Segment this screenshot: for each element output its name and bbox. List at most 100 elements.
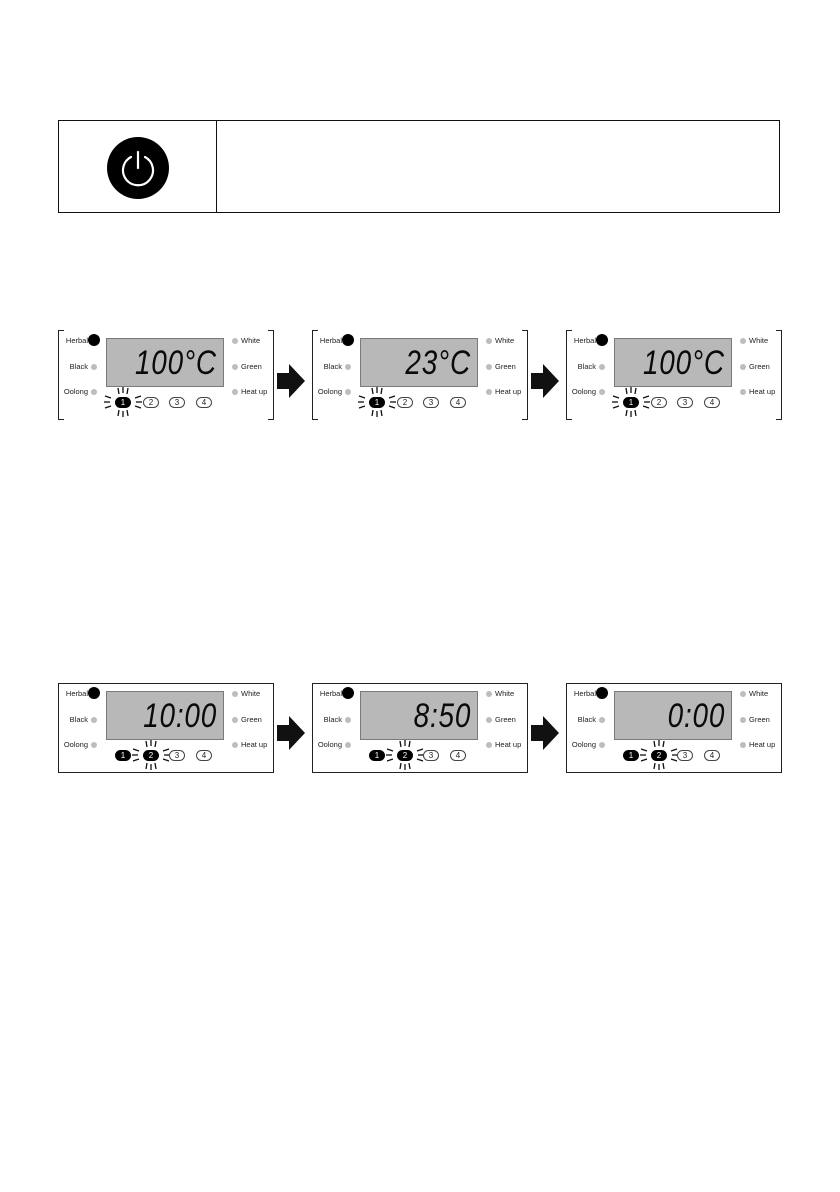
lcd-screen: 10:00 [106, 691, 224, 740]
mode-led-oolong [91, 388, 97, 395]
lcd-readout: 100°C [643, 344, 725, 382]
infusion-button-4[interactable]: 4 [196, 750, 212, 761]
arrow-right-icon [531, 364, 559, 398]
mode-label-white: White [495, 689, 515, 698]
mode-label-oolong: Oolong [571, 740, 596, 749]
blink-indicator-icon [640, 740, 678, 770]
mode-label-herbal: Herbal [319, 689, 342, 698]
infusion-button-2[interactable]: 2 [651, 750, 667, 761]
mode-led-white [740, 337, 746, 344]
mode-led-heat-up [486, 741, 492, 748]
infusion-button-1[interactable]: 1 [623, 750, 639, 761]
infusion-button-4[interactable]: 4 [196, 397, 212, 408]
mode-led-herbal [342, 687, 354, 699]
infusion-button-3[interactable]: 3 [677, 397, 693, 408]
mode-label-black: Black [69, 362, 88, 371]
mode-label-heat-up: Heat up [495, 740, 522, 749]
infusion-button-3[interactable]: 3 [423, 397, 439, 408]
infusion-button-2[interactable]: 2 [143, 750, 159, 761]
mode-led-oolong [345, 388, 351, 395]
blink-indicator-icon [358, 387, 396, 417]
panel-frame [58, 330, 274, 420]
lcd-screen: 0:00 [614, 691, 732, 740]
mode-label-oolong: Oolong [63, 740, 88, 749]
infusion-button-1[interactable]: 1 [115, 397, 131, 408]
mode-led-green [232, 363, 238, 370]
lcd-screen: 8:50 [360, 691, 478, 740]
infusion-button-2[interactable]: 2 [143, 397, 159, 408]
mode-label-black: Black [577, 362, 596, 371]
lcd-screen: 23°C [360, 338, 478, 387]
mode-label-black: Black [323, 715, 342, 724]
lcd-readout: 0:00 [667, 697, 725, 735]
mode-label-herbal: Herbal [65, 336, 88, 345]
infusion-button-1[interactable]: 1 [369, 397, 385, 408]
mode-led-black [91, 363, 97, 370]
mode-led-green [486, 716, 492, 723]
infusion-button-2[interactable]: 2 [397, 750, 413, 761]
infusion-button-4[interactable]: 4 [704, 750, 720, 761]
infusion-button-4[interactable]: 4 [450, 397, 466, 408]
infusion-button-4[interactable]: 4 [450, 750, 466, 761]
blink-indicator-icon [104, 387, 142, 417]
mode-label-oolong: Oolong [63, 387, 88, 396]
panel-frame [566, 330, 782, 420]
mode-led-white [486, 690, 492, 697]
mode-label-white: White [495, 336, 515, 345]
mode-led-black [345, 716, 351, 723]
infusion-button-4[interactable]: 4 [704, 397, 720, 408]
mode-led-oolong [91, 741, 97, 748]
mode-label-heat-up: Heat up [749, 387, 776, 396]
panel-frame [566, 683, 782, 773]
mode-led-heat-up [486, 388, 492, 395]
mode-label-green: Green [241, 362, 262, 371]
infusion-button-2[interactable]: 2 [651, 397, 667, 408]
mode-label-herbal: Herbal [65, 689, 88, 698]
mode-label-white: White [241, 336, 261, 345]
mode-label-heat-up: Heat up [241, 387, 268, 396]
arrow-right-icon [277, 716, 305, 750]
arrow-right-icon [277, 364, 305, 398]
mode-led-oolong [599, 388, 605, 395]
infusion-button-1[interactable]: 1 [623, 397, 639, 408]
mode-label-herbal: Herbal [573, 336, 596, 345]
mode-label-oolong: Oolong [571, 387, 596, 396]
mode-label-green: Green [241, 715, 262, 724]
mode-led-green [740, 363, 746, 370]
mode-label-green: Green [749, 715, 770, 724]
mode-led-white [740, 690, 746, 697]
infusion-button-3[interactable]: 3 [169, 397, 185, 408]
infusion-button-1[interactable]: 1 [115, 750, 131, 761]
mode-label-heat-up: Heat up [495, 387, 522, 396]
mode-led-herbal [596, 687, 608, 699]
mode-label-white: White [241, 689, 261, 698]
mode-label-oolong: Oolong [317, 740, 342, 749]
blink-indicator-icon [132, 740, 170, 770]
power-button[interactable] [107, 137, 169, 199]
infusion-button-3[interactable]: 3 [423, 750, 439, 761]
mode-label-green: Green [495, 362, 516, 371]
mode-led-heat-up [232, 741, 238, 748]
infusion-button-3[interactable]: 3 [169, 750, 185, 761]
mode-label-black: Black [577, 715, 596, 724]
mode-led-black [599, 363, 605, 370]
mode-led-herbal [596, 334, 608, 346]
lcd-readout: 8:50 [413, 697, 471, 735]
table-divider [216, 121, 217, 212]
mode-label-white: White [749, 336, 769, 345]
blink-indicator-icon [386, 740, 424, 770]
mode-led-herbal [88, 687, 100, 699]
mode-label-herbal: Herbal [573, 689, 596, 698]
lcd-readout: 100°C [135, 344, 217, 382]
infusion-button-3[interactable]: 3 [677, 750, 693, 761]
lcd-readout: 23°C [405, 344, 471, 382]
mode-led-white [486, 337, 492, 344]
infusion-button-2[interactable]: 2 [397, 397, 413, 408]
lcd-readout: 10:00 [143, 697, 217, 735]
panel-frame [312, 683, 528, 773]
lcd-screen: 100°C [614, 338, 732, 387]
infusion-button-1[interactable]: 1 [369, 750, 385, 761]
